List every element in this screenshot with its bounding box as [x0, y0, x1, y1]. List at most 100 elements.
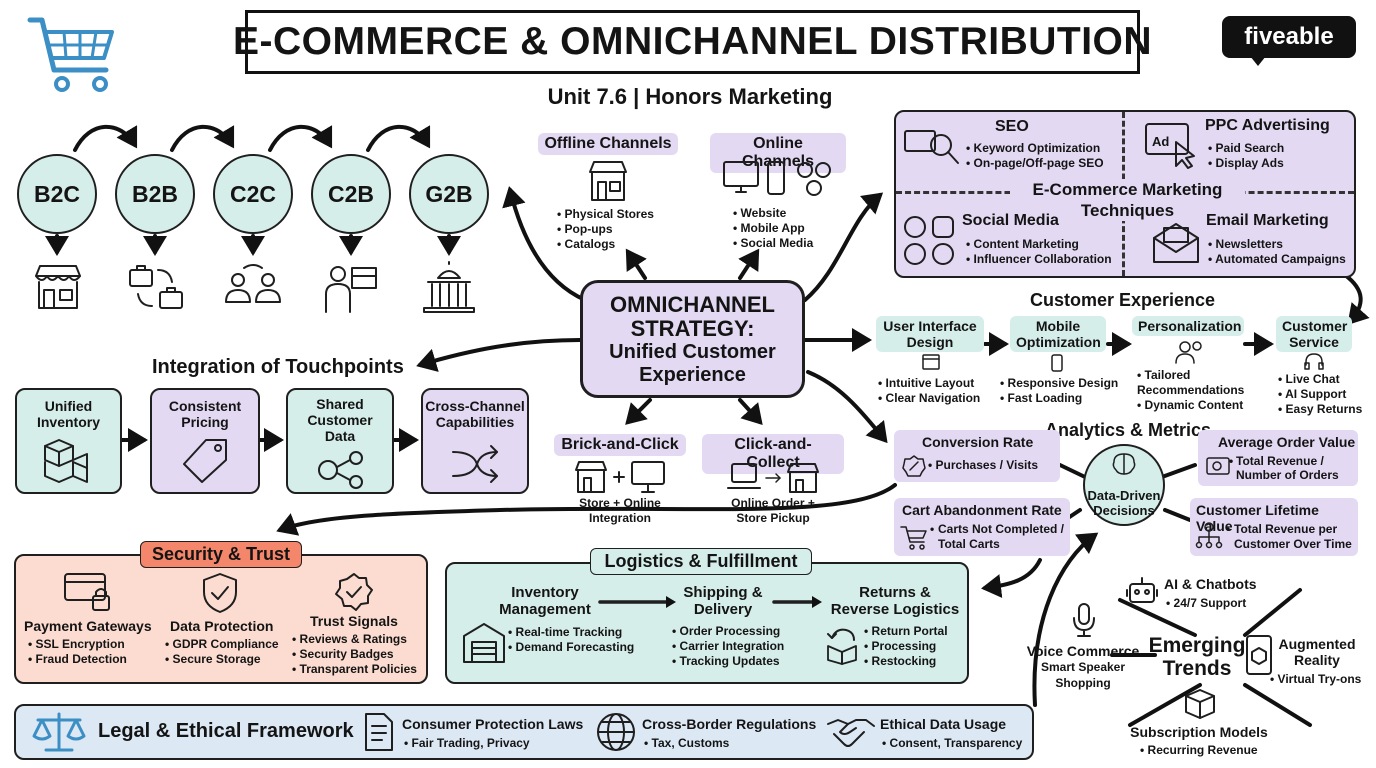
courier-package-icon — [325, 266, 377, 313]
legal-title: Legal & Ethical Framework — [98, 720, 354, 742]
microphone-icon — [1073, 603, 1095, 637]
social-media-icons — [904, 216, 954, 265]
people-exchange-icon — [225, 264, 281, 303]
logistics-returns-title: Returns &Reverse Logistics — [830, 584, 960, 618]
document-icon — [365, 713, 393, 751]
network-users-icon — [318, 451, 363, 489]
model-c2b: C2B — [311, 154, 391, 234]
online-channels-title: Online Channels — [710, 133, 846, 173]
phone-icon — [1051, 354, 1063, 372]
payment-card-lock-icon — [64, 573, 110, 611]
cx-title: Customer Experience — [1030, 290, 1216, 310]
brand-logo-tail — [1250, 56, 1266, 66]
shopping-cart-icon — [27, 17, 114, 92]
legal-ethical-title: Ethical Data Usage — [880, 716, 1007, 732]
globe-icon — [597, 713, 635, 751]
social-list: Content Marketing Influencer Collaborati… — [966, 237, 1112, 267]
org-chart-icon — [1195, 522, 1223, 549]
devices-icon — [723, 161, 785, 195]
layout-icon — [922, 354, 940, 370]
logistics-arrow-2 — [772, 596, 822, 608]
touchpoints-title: Integration of Touchpoints — [152, 356, 404, 378]
robot-icon — [1126, 577, 1158, 603]
shuffle-icon — [452, 445, 498, 483]
badge-check-icon — [335, 573, 373, 611]
email-envelope-icon — [1153, 223, 1199, 263]
emerging-ai-list: 24/7 Support — [1166, 596, 1247, 611]
headset-icon — [1304, 353, 1324, 370]
metric-cart-abandonment: Cart Abandonment Rate Carts Not Complete… — [894, 498, 1070, 556]
cx-personalization-list: Tailored Recommendations Dynamic Content — [1137, 368, 1262, 413]
metric-average-order-value: Average Order Value Total Revenue /Numbe… — [1198, 430, 1358, 486]
logistics-returns-list: Return Portal Processing Restocking — [864, 624, 948, 669]
seo-list: Keyword Optimization On-page/Off-page SE… — [966, 141, 1104, 171]
cart-icon — [900, 526, 927, 550]
legal-consumer-title: Consumer Protection Laws — [402, 716, 584, 732]
page-subtitle: Unit 7.6 | Honors Marketing — [547, 84, 833, 109]
store-icon — [589, 161, 627, 201]
percent-icon — [902, 455, 926, 477]
security-data-list: GDPR Compliance Secure Storage — [165, 637, 279, 667]
emerging-voice: Voice Commerce Smart Speaker Shopping — [1026, 643, 1140, 690]
security-data-title: Data Protection — [170, 618, 274, 634]
logistics-shipping-list: Order Processing Carrier Integration Tra… — [672, 624, 785, 669]
wallet-icon — [1206, 457, 1230, 475]
cx-ui-list: Intuitive Layout Clear Navigation — [878, 376, 981, 406]
logistics-title: Logistics & Fulfillment — [590, 548, 812, 575]
subscription-box-icon — [1185, 689, 1215, 719]
ad-click-icon — [1145, 123, 1195, 169]
legal-ethical-sub: Consent, Transparency — [882, 736, 1023, 751]
scales-of-justice-icon — [32, 712, 86, 752]
logistics-shipping-title: Shipping &Delivery — [683, 584, 763, 618]
title-banner: E-COMMERCE & OMNICHANNEL DISTRIBUTION — [233, 10, 1152, 74]
boxes-icon — [44, 439, 88, 483]
brain-chip-icon — [1112, 453, 1136, 475]
page-title: E-COMMERCE & OMNICHANNEL DISTRIBUTION — [232, 20, 1153, 63]
model-c2c: C2C — [213, 154, 293, 234]
metric-customer-lifetime-value: Customer Lifetime Value Total Revenue pe… — [1190, 498, 1358, 556]
emerging-subscription-list: Recurring Revenue — [1140, 743, 1258, 758]
brand-logo: fiveable — [1222, 16, 1356, 58]
ppc-list: Paid Search Display Ads — [1208, 141, 1285, 171]
model-b2c: B2C — [17, 154, 97, 234]
cx-step-personalization: Personalization — [1132, 316, 1244, 336]
online-channels-list: Website Mobile App Social Media — [733, 206, 814, 251]
magnifier-icon — [904, 130, 959, 164]
seo-title: SEO — [995, 118, 1029, 135]
metric-conversion-rate: Conversion Rate Purchases / Visits — [894, 430, 1060, 482]
laptop-to-store-icon — [727, 463, 819, 493]
shield-check-icon — [203, 573, 237, 613]
legal-crossborder-title: Cross-Border Regulations — [642, 716, 817, 732]
omnichannel-strategy-box: OMNICHANNEL STRATEGY: Unified Customer E… — [580, 280, 805, 398]
ar-phone-icon — [1246, 635, 1272, 675]
briefcase-exchange-icon — [129, 265, 183, 309]
social-icons — [797, 162, 831, 196]
cx-mobile-list: Responsive Design Fast Loading — [1000, 376, 1119, 406]
emerging-ai-title: AI & Chatbots — [1164, 576, 1257, 592]
offline-channels-list: Physical Stores Pop-ups Catalogs — [557, 207, 654, 252]
emerging-ar-list: Virtual Try-ons — [1270, 672, 1362, 687]
model-b2b: B2B — [115, 154, 195, 234]
storefront-icon — [35, 265, 81, 309]
price-tag-icon — [183, 439, 227, 483]
legal-consumer-sub: Fair Trading, Privacy — [404, 736, 530, 751]
legal-crossborder-sub: Tax, Customs — [644, 736, 730, 751]
security-payment-title: Payment Gateways — [24, 618, 152, 634]
click-and-collect-title: Click-and-Collect — [702, 434, 844, 474]
model-g2b: G2B — [409, 154, 489, 234]
click-and-collect-desc: Online Order +Store Pickup — [731, 496, 815, 525]
warehouse-icon — [463, 623, 505, 663]
marketing-title: E-Commerce Marketing Techniques — [1010, 179, 1245, 221]
offline-channels-title: Offline Channels — [538, 133, 678, 155]
